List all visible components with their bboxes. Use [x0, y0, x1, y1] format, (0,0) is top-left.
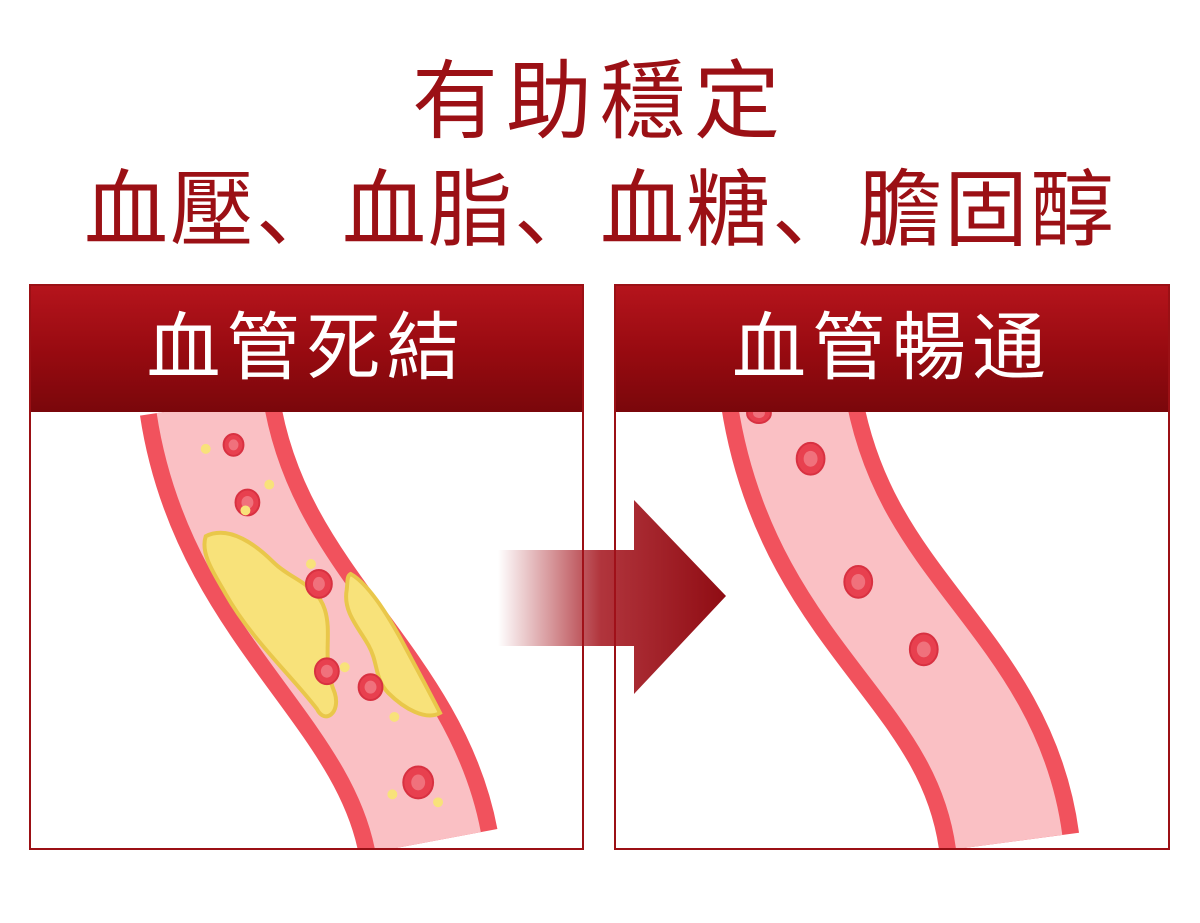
fat-particle — [339, 662, 350, 673]
plaque-deposit-left — [202, 530, 339, 719]
clear-vessel-illustration — [721, 383, 1080, 848]
headline-line-1: 有助穩定 — [412, 52, 788, 152]
right-arrow-icon — [498, 500, 726, 694]
blood-cells — [222, 432, 435, 800]
clogged-vessel-panel: 血管死結 — [29, 284, 584, 850]
clogged-vessel-illustration — [140, 393, 498, 848]
clear-panel-label: 血管暢通 — [732, 305, 1052, 391]
clogged-panel-header: 血管死結 — [31, 286, 582, 412]
fat-particles — [200, 443, 444, 808]
vessel-lumen — [737, 386, 1063, 848]
fat-particle — [200, 443, 211, 454]
fat-particle — [306, 559, 316, 569]
headline-line-2: 血壓、血脂、血糖、膽固醇 — [83, 161, 1116, 259]
fat-particle — [433, 797, 444, 808]
fat-particle — [240, 505, 251, 516]
fat-particle — [389, 711, 400, 722]
fat-particle — [264, 479, 275, 490]
fat-particle — [387, 789, 398, 800]
plaque-deposit-right — [344, 571, 443, 718]
clogged-panel-label: 血管死結 — [146, 305, 467, 391]
clear-panel-header: 血管暢通 — [616, 286, 1168, 412]
clear-vessel-panel: 血管暢通 — [614, 284, 1170, 850]
